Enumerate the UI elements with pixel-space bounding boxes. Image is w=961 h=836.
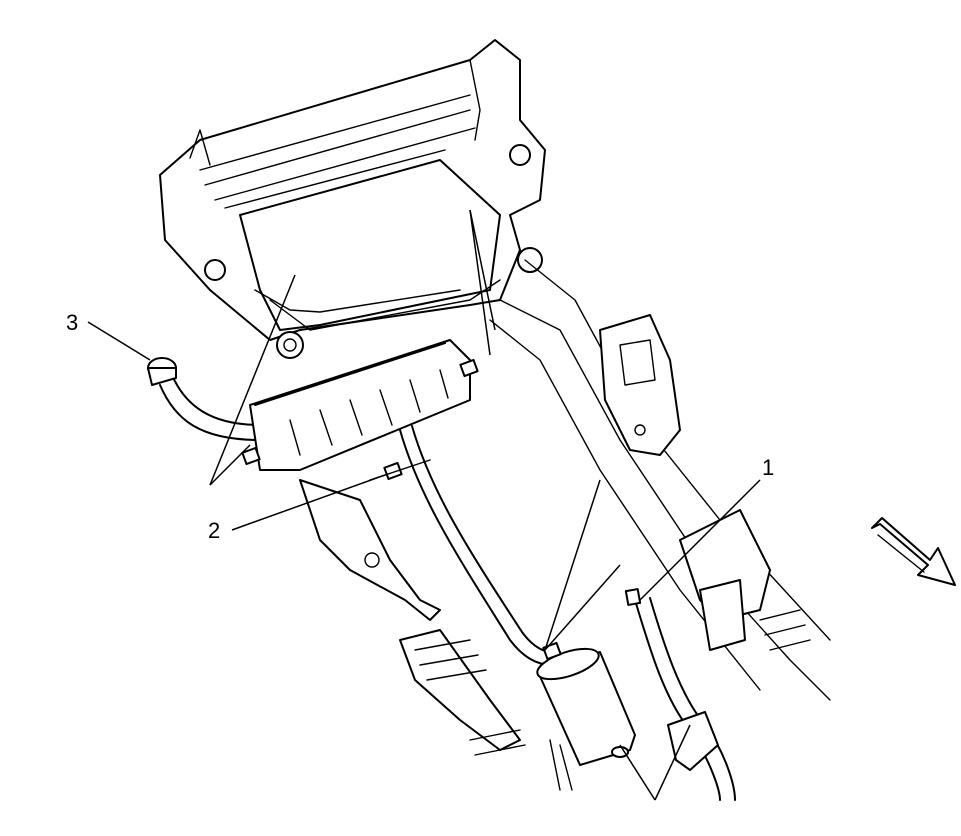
underbody-floor: [299, 259, 831, 791]
tailpipe: [147, 357, 261, 441]
front-direction-arrow: [871, 517, 956, 586]
exhaust-hanger: [369, 459, 642, 661]
callout-1: 1: [762, 455, 774, 480]
callout-2: 2: [208, 518, 220, 543]
muffler: [241, 339, 479, 471]
resonator: [536, 647, 636, 766]
intermediate-pipe: [399, 425, 561, 666]
leader-lines: [87, 209, 761, 801]
front-subframe: [159, 39, 546, 359]
front-pipe: [634, 597, 736, 801]
callout-3: 3: [66, 310, 78, 335]
